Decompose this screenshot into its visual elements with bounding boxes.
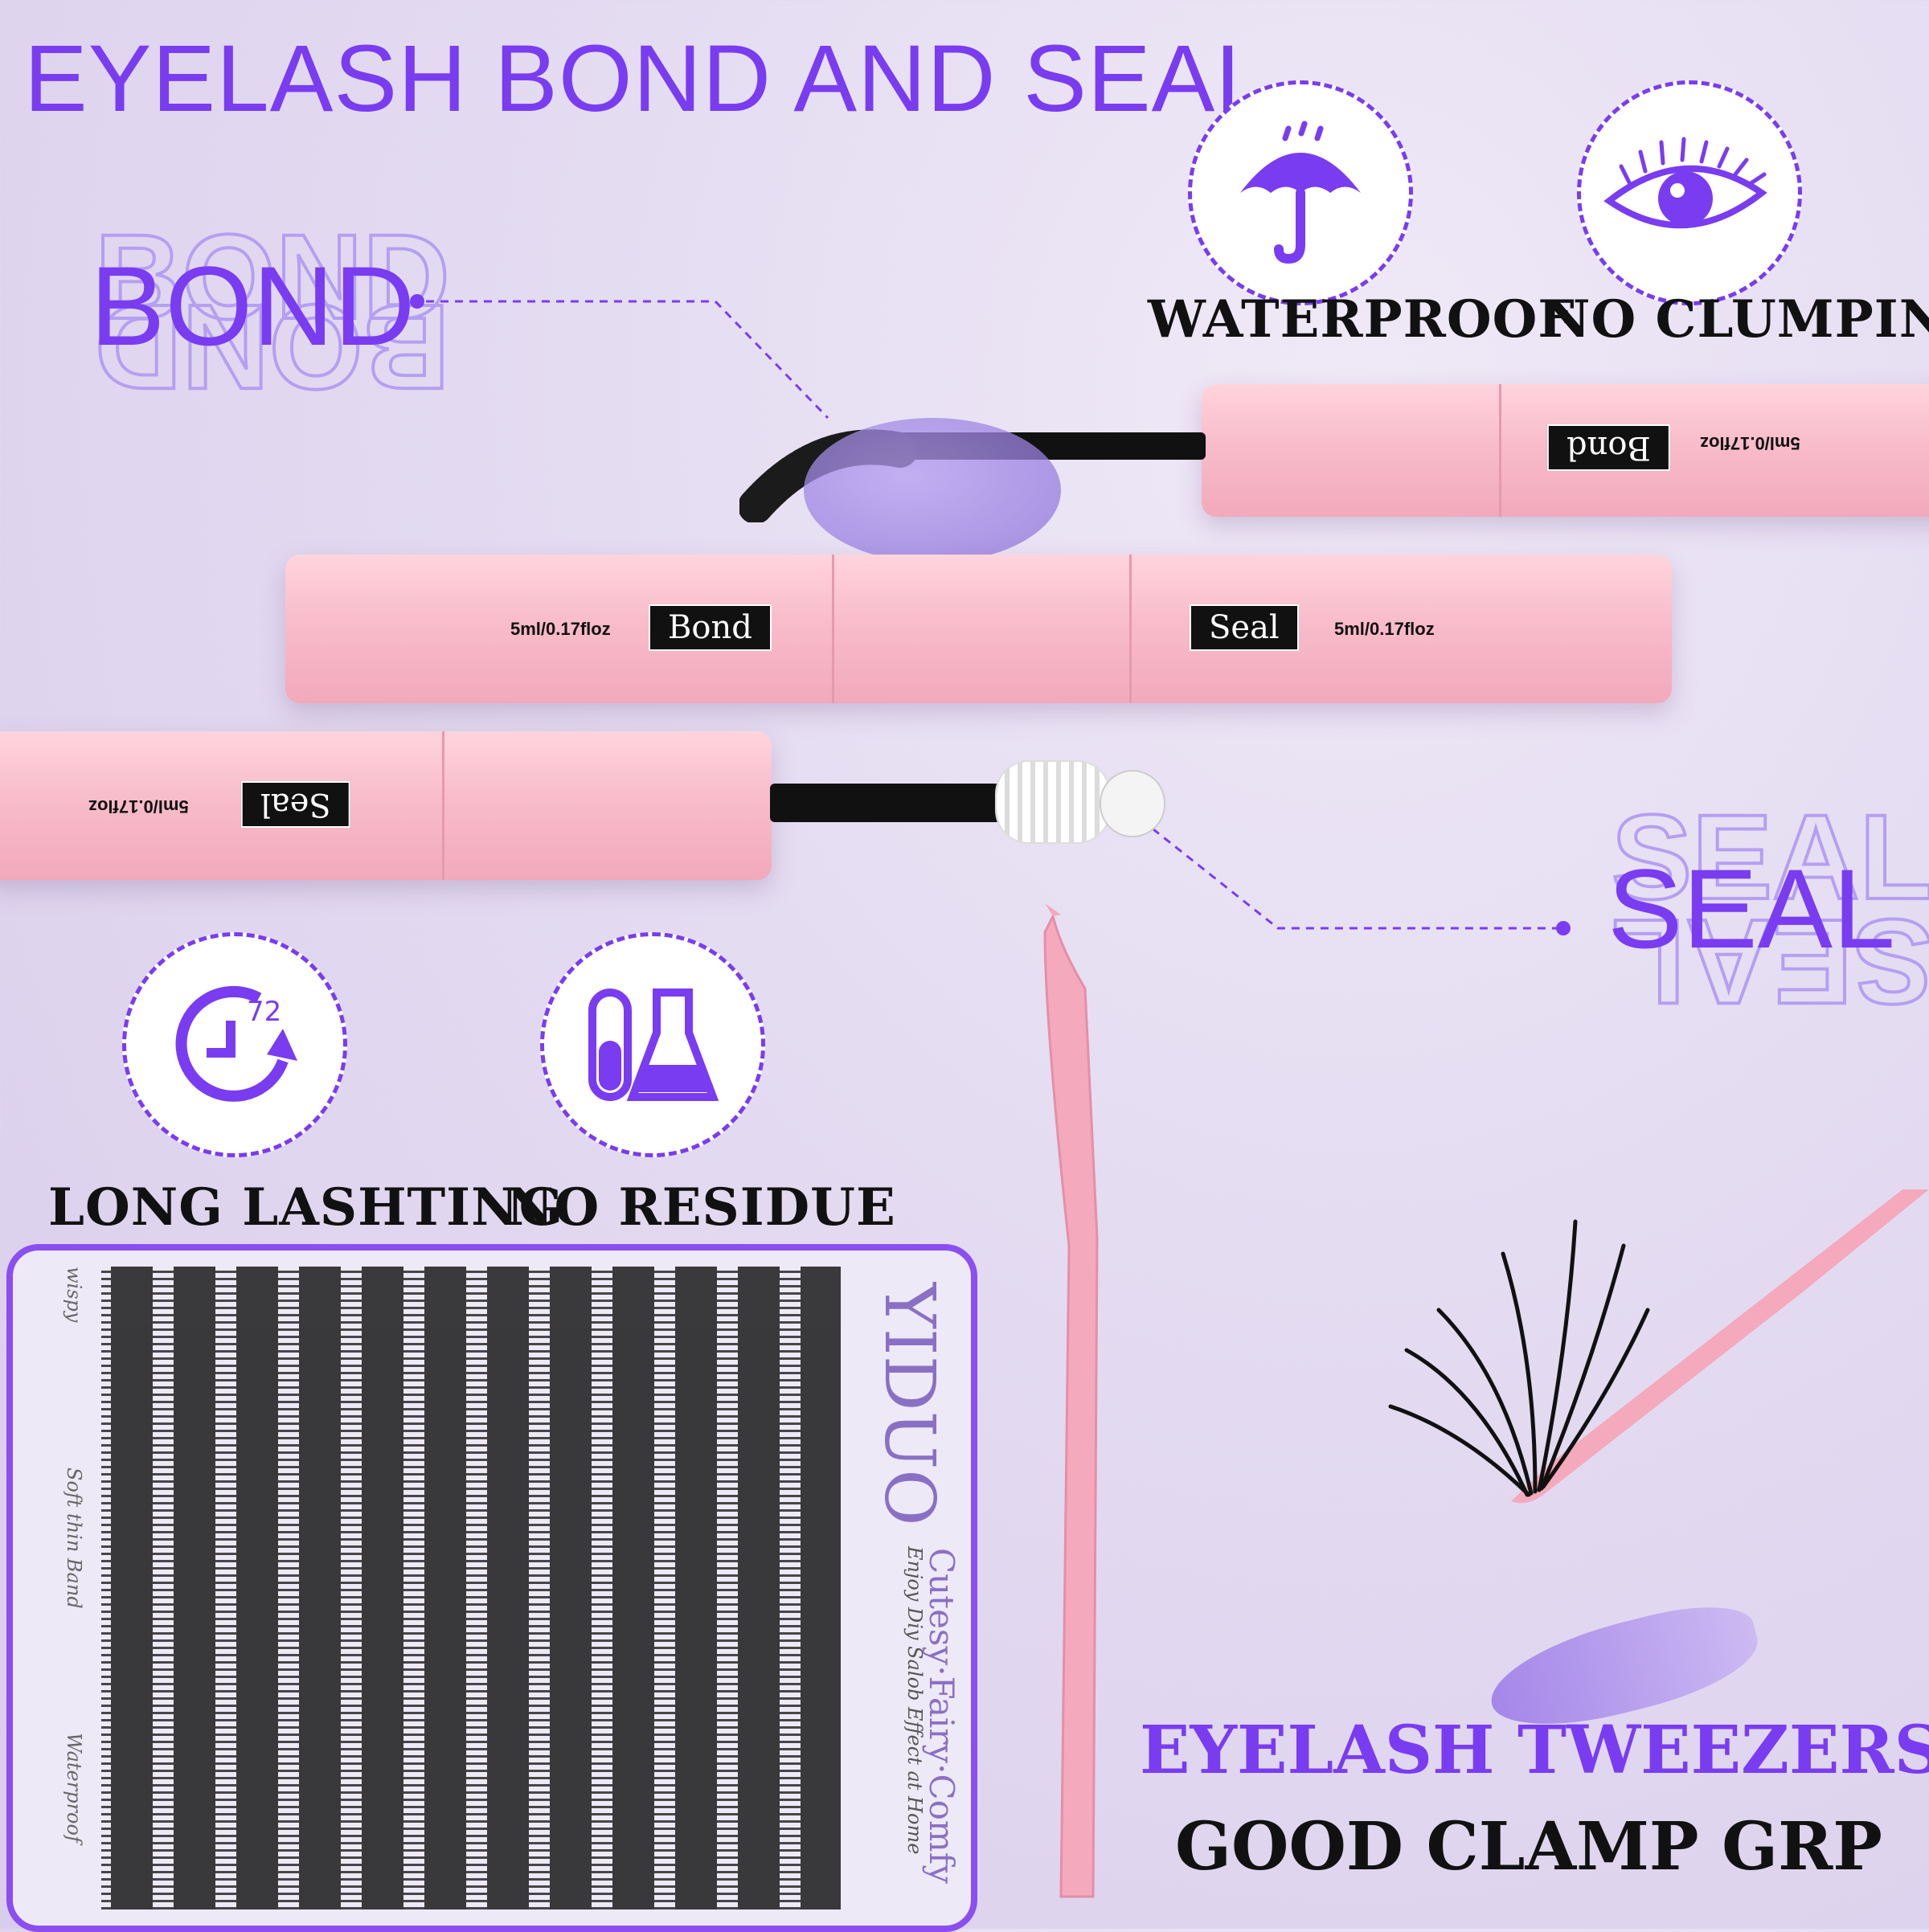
- bond-tube-upper-label: Bond: [1547, 424, 1670, 471]
- bond-tube-upper-volume: 5ml/0.17floz: [1700, 433, 1800, 453]
- seal-pointer-dot: [1556, 921, 1571, 935]
- tweezers-title: EYELASH TWEEZERS: [1140, 1712, 1929, 1789]
- bond-seal-tube-middle: 5ml/0.17floz Bond Seal 5ml/0.17floz: [285, 555, 1672, 703]
- seal-word: SEAL: [1608, 845, 1895, 972]
- eye-icon: [1603, 137, 1767, 229]
- pink-tweezers: [1043, 903, 1099, 1898]
- bond-tube-upper: Bond 5ml/0.17floz: [1202, 384, 1929, 517]
- seal-wand-tip: [1101, 772, 1164, 836]
- feature-label-no-residue: NO RESIDUE: [506, 1177, 896, 1238]
- tweezers-with-lash: [1388, 1189, 1929, 1504]
- umbrella-icon: [1240, 121, 1361, 264]
- feature-label-no-clumping: NO CLUMPING: [1543, 289, 1929, 350]
- lash-tray: YIDUO Cutesy·Fairy·Comfy Enjoy Diy Salob…: [6, 1244, 977, 1932]
- tray-side-label-waterproof: Waterproof: [63, 1733, 85, 1843]
- feature-label-long-lasting: LONG LASHTING: [48, 1177, 564, 1238]
- tray-side-label-band: Soft thin Band: [63, 1467, 85, 1609]
- seal-wand-brush: [997, 762, 1109, 842]
- seal-tube-lower-label: Seal: [241, 781, 350, 828]
- waterproof-badge: [1188, 80, 1413, 305]
- tray-slogan: Enjoy Diy Salob Effect at Home: [903, 1546, 926, 1855]
- tray-brand: YIDUO: [869, 1283, 949, 1526]
- lash-rows: [101, 1267, 841, 1909]
- page-headline: EYELASH BOND AND SEAL -: [24, 26, 1325, 132]
- middle-tube-bond-label: Bond: [649, 604, 772, 651]
- bond-outline-word-top: BOND: [93, 207, 452, 346]
- middle-tube-seal-label: Seal: [1190, 604, 1299, 651]
- tray-tagline: Cutesy·Fairy·Comfy: [922, 1548, 961, 1884]
- lab-flask-icon: [588, 989, 719, 1101]
- feature-label-waterproof: WATERPROOF: [1148, 289, 1575, 350]
- seal-tube-lower-volume: 5ml/0.17floz: [88, 796, 189, 817]
- seal-tube-lower: 5ml/0.17floz Seal: [0, 731, 772, 880]
- clock-72-text: 72: [247, 996, 281, 1028]
- bond-pointer-dot: [410, 294, 424, 309]
- clock-72-icon: 72: [175, 985, 297, 1102]
- tray-side-label-wispy: wispy: [63, 1267, 85, 1323]
- bond-glue-swatch: [804, 418, 1061, 563]
- long-lasting-badge: 72: [122, 932, 347, 1157]
- no-clumping-badge: [1577, 80, 1802, 305]
- tweezers-subtitle: GOOD CLAMP GRP: [1175, 1808, 1882, 1885]
- seal-wand-stick: [770, 784, 1003, 822]
- bond-word: BOND: [90, 243, 416, 369]
- seal-outline-word-top: SEAL: [1610, 788, 1929, 926]
- no-residue-badge: [540, 932, 765, 1157]
- middle-tube-bond-volume: 5ml/0.17floz: [510, 619, 611, 639]
- middle-tube-seal-volume: 5ml/0.17floz: [1334, 619, 1435, 639]
